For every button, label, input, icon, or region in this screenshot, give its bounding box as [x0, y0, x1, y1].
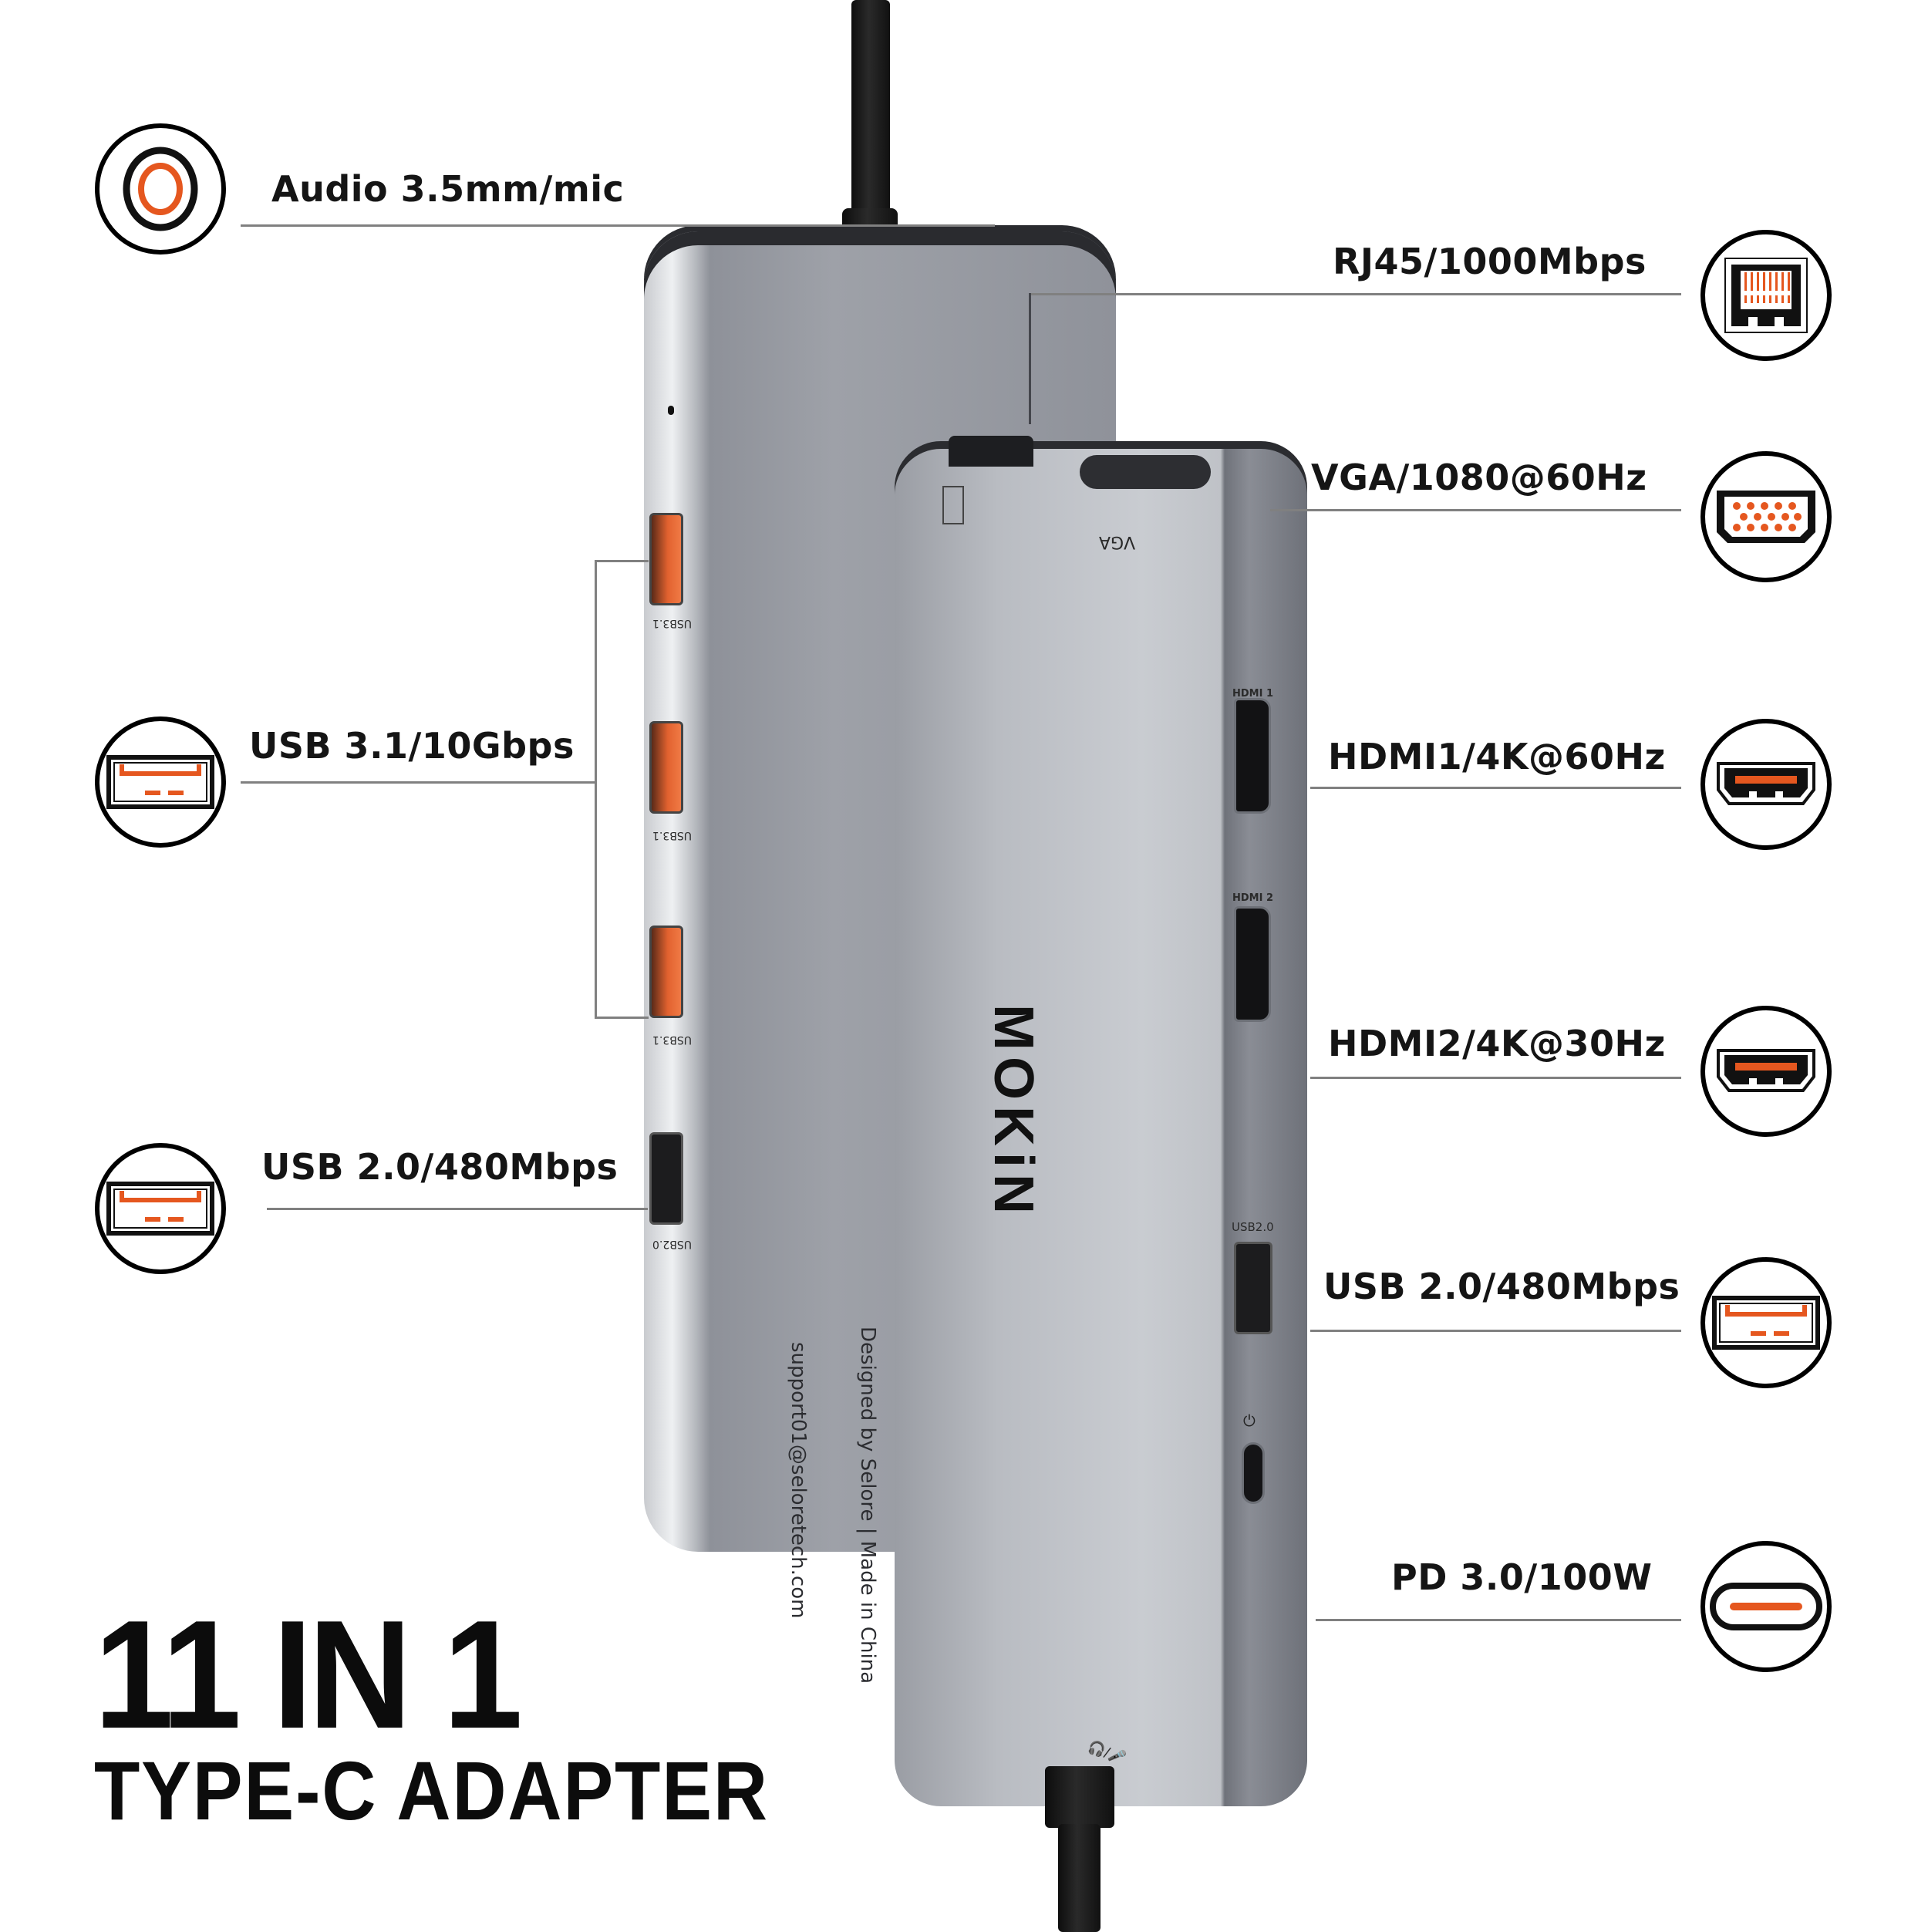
usb-a-port-icon — [106, 1182, 214, 1236]
usb31-port-3 — [649, 926, 683, 1018]
usb31-port-2 — [649, 721, 683, 814]
usb-c-cable-bottom — [1058, 1824, 1101, 1932]
headline-subtitle: TYPE-C ADAPTER — [94, 1744, 769, 1837]
usb31-leader-line — [241, 781, 595, 784]
usb-a-port-icon — [106, 755, 214, 809]
hdmi2-leader-line — [1310, 1077, 1681, 1079]
usb31-port-1-label: USB3.1 — [652, 617, 693, 629]
usb-c-cable-top — [851, 0, 890, 216]
vga-port-label: VGA — [1099, 532, 1136, 551]
usb20-right-icon-badge — [1700, 1257, 1832, 1388]
rj45-leader-line — [1029, 293, 1681, 295]
usb31-bracket-bottom — [595, 1017, 649, 1019]
usb31-label: USB 3.1/10Gbps — [249, 725, 575, 767]
audio-label: Audio 3.5mm/mic — [271, 168, 625, 210]
hdmi1-icon-badge — [1700, 719, 1832, 850]
usb20-left-icon-badge — [95, 1143, 226, 1274]
usb20-port-front — [1234, 1242, 1272, 1334]
usb31-port-2-label: USB3.1 — [652, 829, 693, 841]
rj45-icon-badge — [1700, 230, 1832, 361]
vga-icon-badge — [1700, 451, 1832, 582]
headline-count: 11 IN 1 — [94, 1589, 523, 1761]
vga-label: VGA/1080@60Hz — [1311, 457, 1647, 498]
vga-port — [1080, 455, 1211, 489]
usb20-left-label: USB 2.0/480Mbps — [261, 1146, 619, 1188]
rj45-port — [949, 436, 1033, 467]
led-indicator — [668, 406, 674, 415]
hdmi1-leader-line — [1310, 787, 1681, 789]
usb-c-pd-port — [1242, 1442, 1265, 1504]
usb31-bracket-top — [595, 560, 649, 562]
hdmi2-port-label: HDMI 2 — [1232, 892, 1274, 904]
hdmi2-port — [1234, 906, 1271, 1022]
hdmi1-label: HDMI1/4K@60Hz — [1328, 736, 1666, 777]
hdmi2-label: HDMI2/4K@30Hz — [1328, 1023, 1666, 1064]
ethernet-glyph — [942, 486, 964, 524]
usb20-left-leader-line — [267, 1208, 648, 1210]
vga-leader-line — [1270, 509, 1681, 511]
usb20-port-back-label: USB2.0 — [652, 1238, 693, 1250]
pd-label: PD 3.0/100W — [1391, 1556, 1653, 1598]
usb-c-port-icon — [1710, 1583, 1822, 1630]
rj45-label: RJ45/1000Mbps — [1333, 241, 1647, 282]
usb20-right-leader-line — [1310, 1330, 1681, 1332]
usb31-port-1 — [649, 513, 683, 605]
audio-jack-icon — [123, 147, 198, 231]
usb20-port-front-label: USB2.0 — [1232, 1220, 1274, 1234]
pd-leader-line — [1316, 1619, 1681, 1621]
rj45-leader-drop — [1029, 293, 1031, 424]
back-support-email: support01@seloretech.com — [787, 1342, 810, 1619]
hdmi-port-icon — [1717, 762, 1815, 805]
usb31-port-3-label: USB3.1 — [652, 1033, 693, 1046]
hdmi1-port — [1234, 698, 1271, 814]
pd-icon-badge — [1700, 1541, 1832, 1672]
usb31-icon-badge — [95, 716, 226, 848]
audio-leader-line — [241, 224, 995, 227]
power-plug-glyph: ⏻ — [1243, 1411, 1256, 1430]
audio-jack-icon-badge — [95, 123, 226, 255]
front-hub-body — [895, 449, 1307, 1806]
usb20-right-label: USB 2.0/480Mbps — [1323, 1266, 1680, 1307]
vga-port-icon — [1717, 491, 1815, 543]
usb20-port-back — [649, 1132, 683, 1225]
hdmi2-icon-badge — [1700, 1006, 1832, 1137]
usb-a-port-icon — [1712, 1296, 1820, 1350]
usb31-bracket-vertical — [595, 560, 597, 1019]
brand-logo: MOKiN — [983, 1004, 1044, 1220]
hdmi1-port-label: HDMI 1 — [1232, 688, 1274, 700]
hdmi-port-icon — [1717, 1049, 1815, 1092]
cable-strain-relief-bottom — [1045, 1766, 1114, 1828]
ethernet-port-icon — [1724, 258, 1808, 333]
back-designed-by: Designed by Selore | Made in China — [856, 1327, 879, 1684]
